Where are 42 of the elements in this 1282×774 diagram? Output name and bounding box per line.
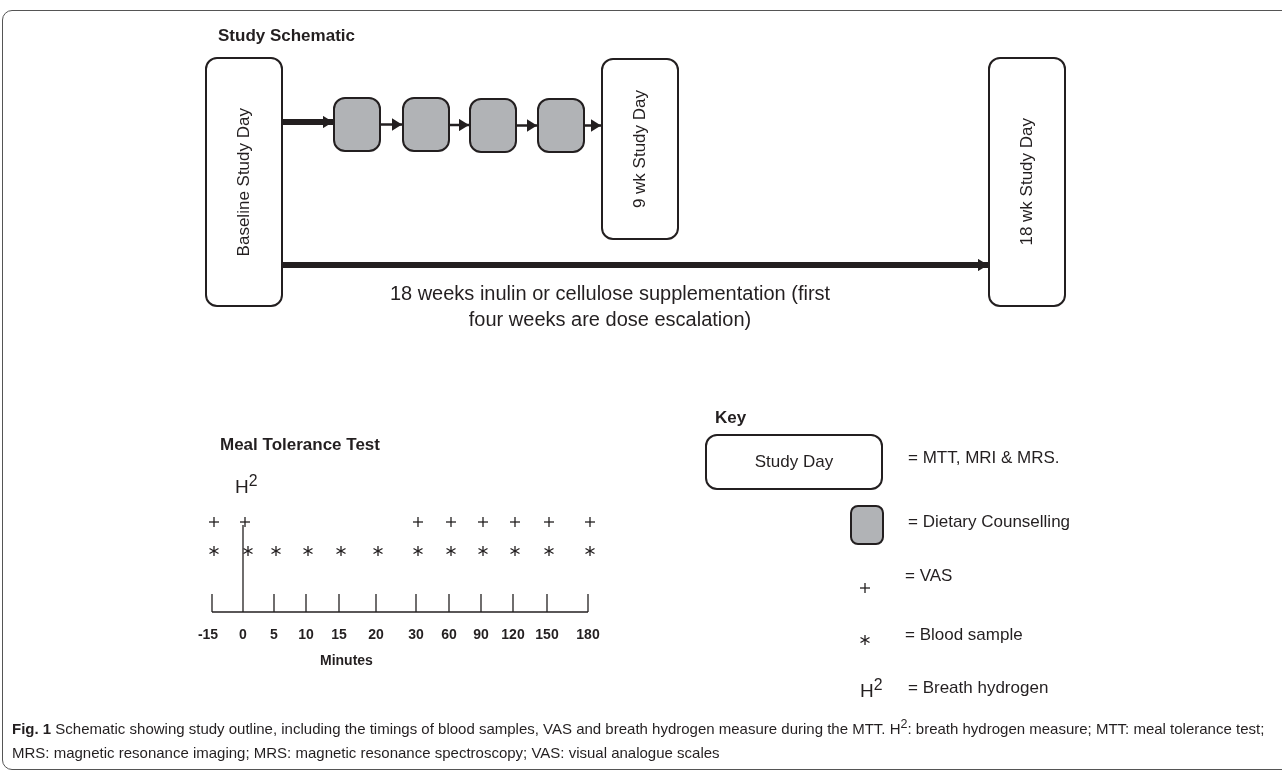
counselling-box (537, 98, 585, 153)
tick-label: 120 (501, 626, 525, 642)
counselling-box (333, 97, 381, 152)
legend-text: = VAS (905, 566, 953, 586)
study-day-box (988, 57, 1066, 307)
tick-label: 30 (408, 626, 424, 642)
section-heading: Meal Tolerance Test (220, 435, 380, 455)
box-label: Study Day (754, 452, 834, 472)
legend-text: = Blood sample (905, 625, 1023, 645)
arrow (283, 258, 988, 272)
tick-label: 15 (331, 626, 347, 642)
tick-label: 150 (535, 626, 559, 642)
legend-text: = MTT, MRI & MRS. (908, 448, 1060, 468)
legend-text: = Breath hydrogen (908, 678, 1049, 698)
counselling-box (469, 98, 517, 153)
study-day-box (205, 57, 283, 307)
box-label: 9 wk Study Day (630, 89, 650, 209)
study-day-box (601, 58, 679, 240)
figure-caption: Fig. 1 Schematic showing study outline, including the timings of blood samples, VAS and breath hydrogen measure during the MTT. H$^{2}$: breath hydrogen measure; MTT: meal tolerance test; MRS: magnetic resonance imaging; MRS: magnetic resonance spectroscopy; VAS: visual analogue scales (12, 716, 1266, 763)
counselling-box (402, 97, 450, 152)
marker-symbol: H$^{2}$ (235, 472, 258, 499)
arrow (283, 115, 333, 129)
box-label: Baseline Study Day (234, 107, 254, 257)
arrow (381, 118, 402, 131)
box-label: 18 wk Study Day (1017, 118, 1037, 246)
tick-label: 180 (576, 626, 600, 642)
tick-label: 60 (441, 626, 457, 642)
tick-label: -15 (197, 626, 219, 642)
tick-label: 10 (298, 626, 314, 642)
marker-symbol: H$^{2}$ (860, 676, 883, 703)
study-day-box (705, 434, 883, 490)
arrow (450, 118, 469, 132)
arrow (517, 119, 537, 132)
tick-label: 90 (473, 626, 489, 642)
axis-title: Minutes (320, 652, 373, 668)
legend-text: = Dietary Counselling (908, 512, 1071, 532)
diagram-title: Study Schematic (218, 26, 355, 46)
arrow (585, 119, 601, 132)
key-heading: Key (715, 408, 747, 428)
tick-label: 20 (368, 626, 384, 642)
tick-label: 5 (270, 626, 278, 642)
tick-label: 0 (239, 626, 247, 642)
